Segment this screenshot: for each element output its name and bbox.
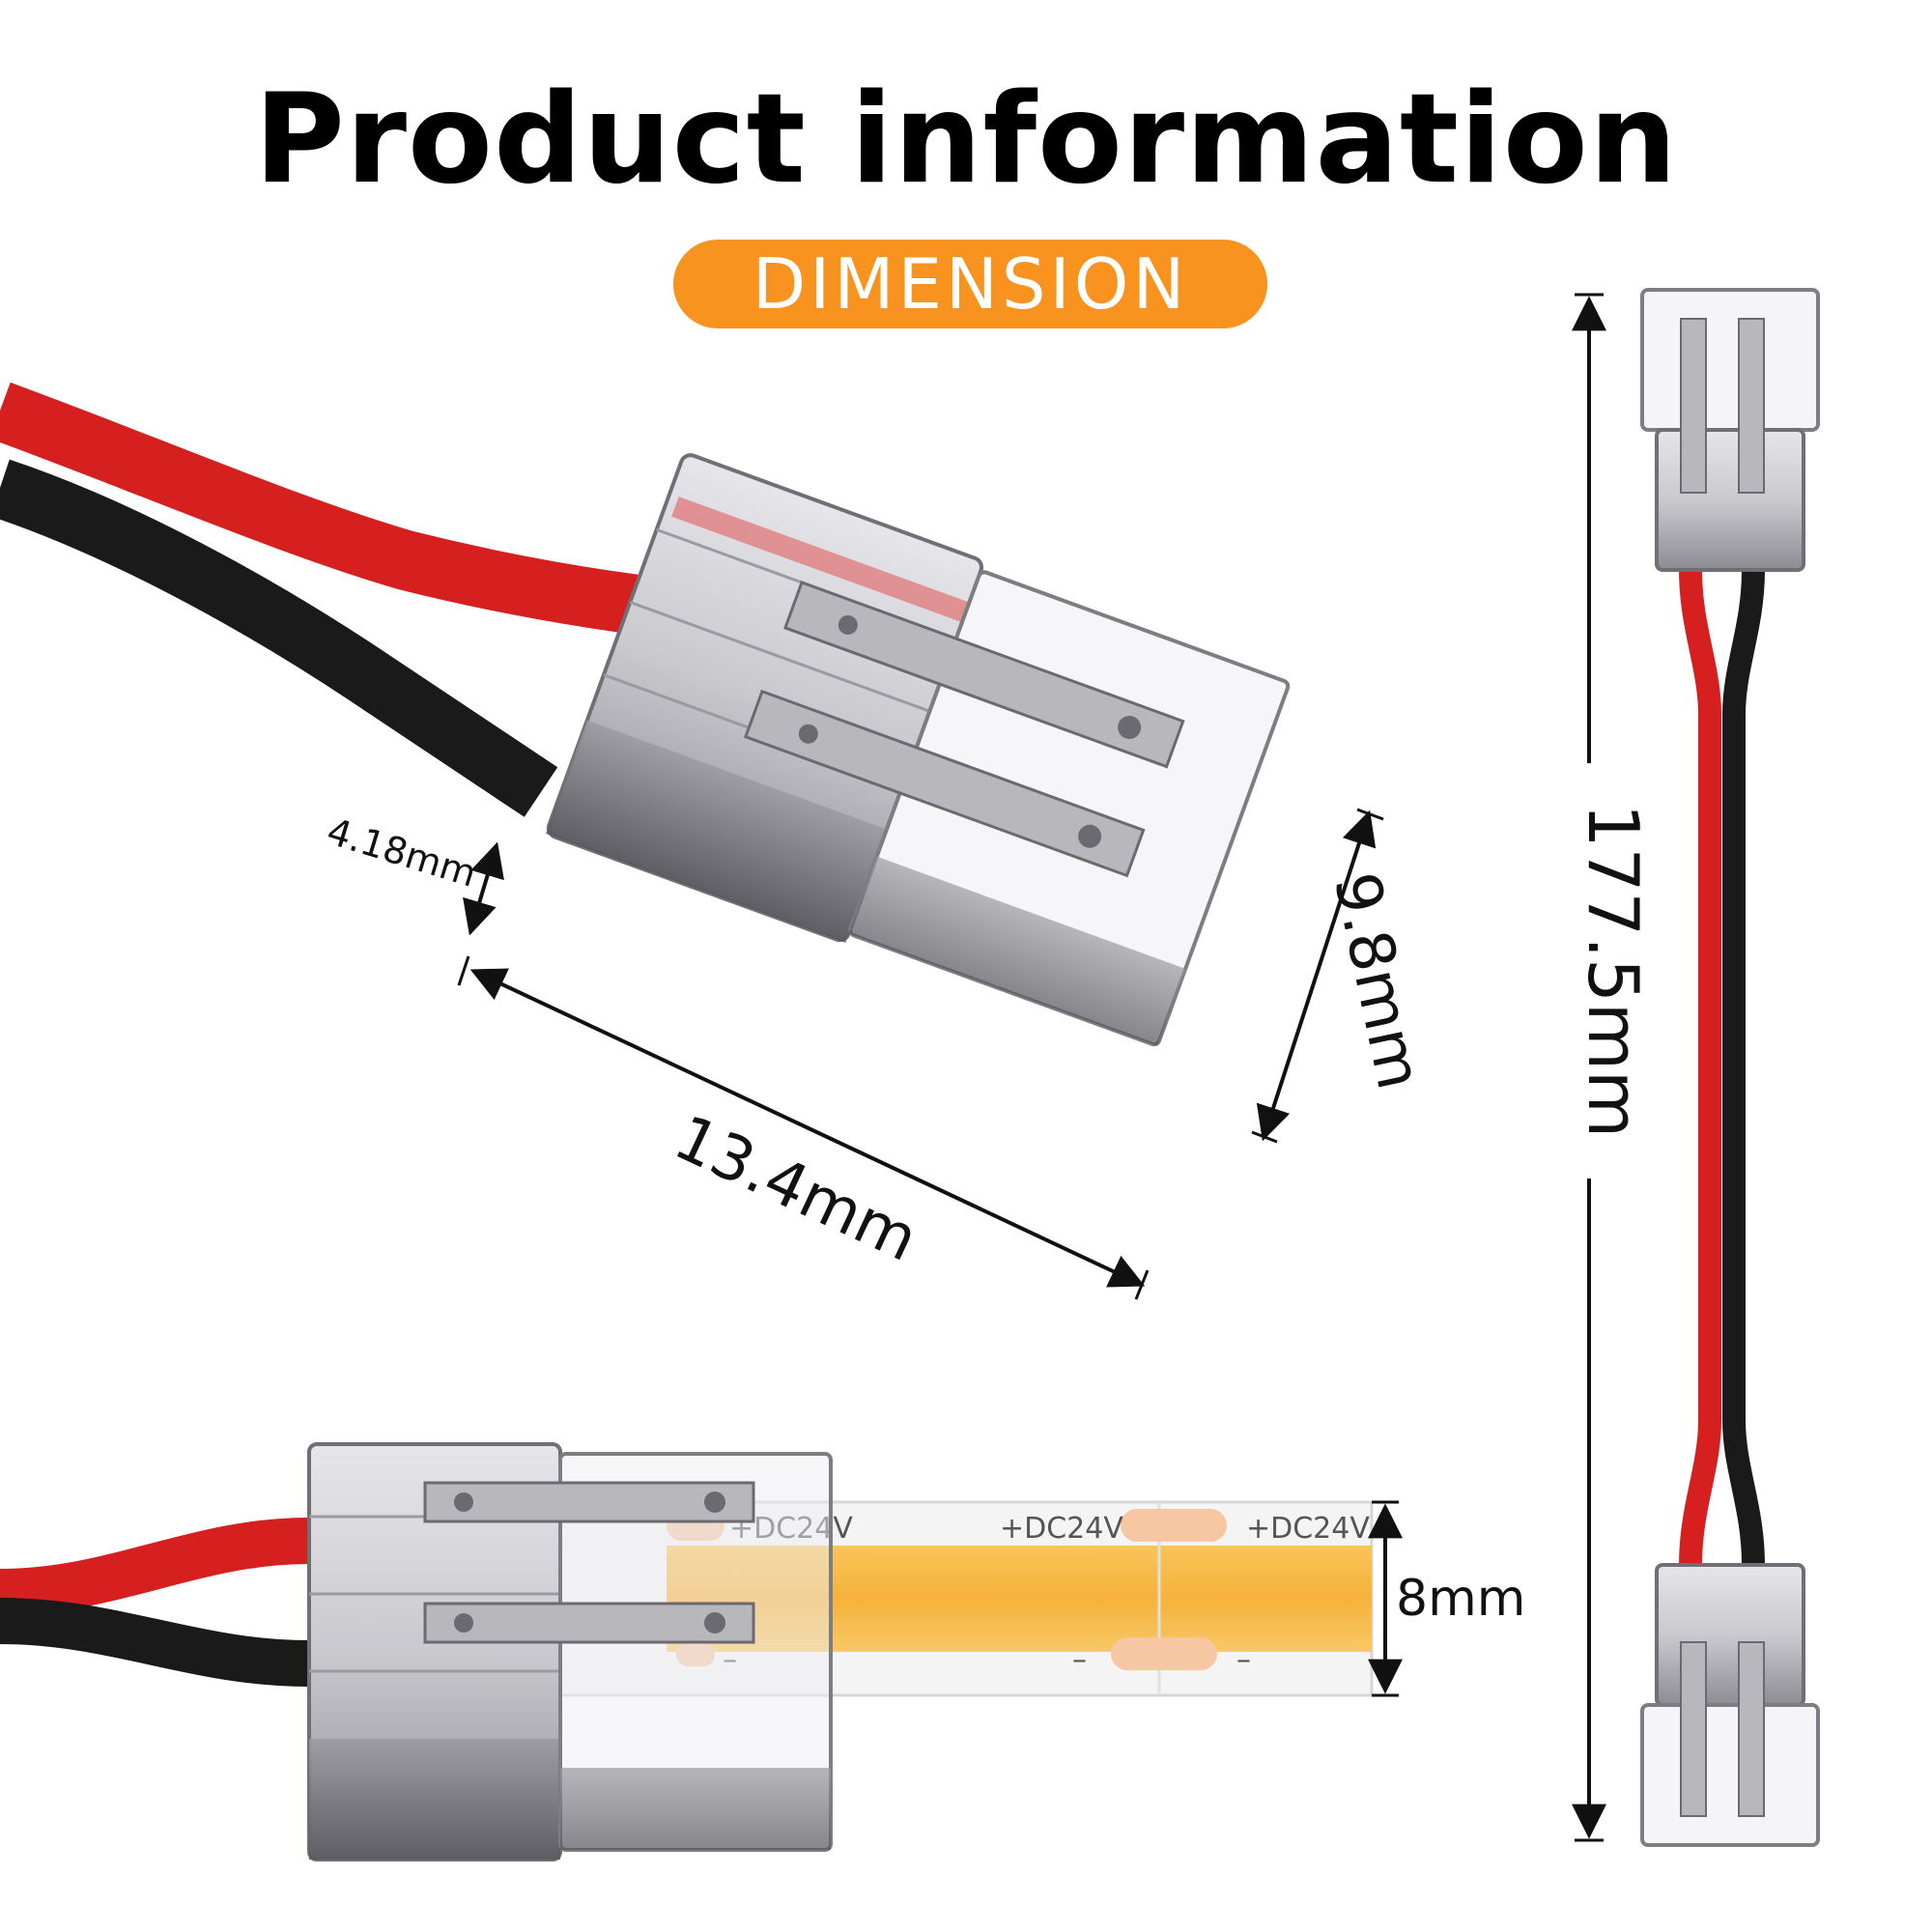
dimension-total-length: 177.5mm bbox=[1572, 293, 1654, 1842]
dimension-pin-pitch: 4.18mm bbox=[323, 810, 504, 936]
vertical-red-wire bbox=[1679, 569, 1721, 1566]
strip-neg-label-2: – bbox=[1072, 1643, 1087, 1677]
angled-connector bbox=[0, 382, 1291, 1047]
red-wire-bottom bbox=[0, 1518, 310, 1615]
strip-pos-label-3: +DC24V bbox=[1246, 1512, 1370, 1546]
dimension-badge: DIMENSION bbox=[673, 240, 1267, 328]
total-length-label: 177.5mm bbox=[1573, 804, 1654, 1138]
connector-length-label: 13.4mm bbox=[664, 1102, 927, 1276]
vertical-black-wire bbox=[1722, 569, 1765, 1566]
red-wire-angled bbox=[0, 382, 642, 635]
black-wire-angled bbox=[0, 459, 558, 817]
page-title: Product information bbox=[254, 68, 1678, 212]
vertical-top-cover bbox=[1640, 288, 1820, 432]
vertical-cable bbox=[1640, 288, 1820, 1847]
strip-neg-label-3: – bbox=[1236, 1643, 1251, 1677]
vertical-bottom-cap bbox=[1655, 1563, 1805, 1707]
metal-pin-top bbox=[782, 581, 1185, 769]
black-wire-bottom bbox=[0, 1598, 310, 1687]
strip-pos-label-2: +DC24V bbox=[1000, 1512, 1123, 1546]
vertical-top-cap bbox=[1655, 428, 1805, 572]
bottom-metal-pin-top bbox=[423, 1481, 755, 1523]
vertical-bottom-cover bbox=[1640, 1703, 1820, 1847]
dimension-connector-length: 13.4mm bbox=[457, 955, 1150, 1300]
metal-pin-bottom bbox=[743, 689, 1146, 878]
connector-width-label: 9.8mm bbox=[1320, 867, 1435, 1095]
dimension-strip-width: 8mm bbox=[1368, 1500, 1525, 1697]
dimension-connector-width: 9.8mm bbox=[1251, 808, 1435, 1144]
strip-width-label: 8mm bbox=[1396, 1570, 1525, 1628]
bottom-metal-pin-bottom bbox=[423, 1602, 755, 1644]
bottom-assembly: +DC24V +DC24V +DC24V – – – bbox=[0, 1442, 1374, 1861]
pin-pitch-label: 4.18mm bbox=[323, 810, 482, 895]
